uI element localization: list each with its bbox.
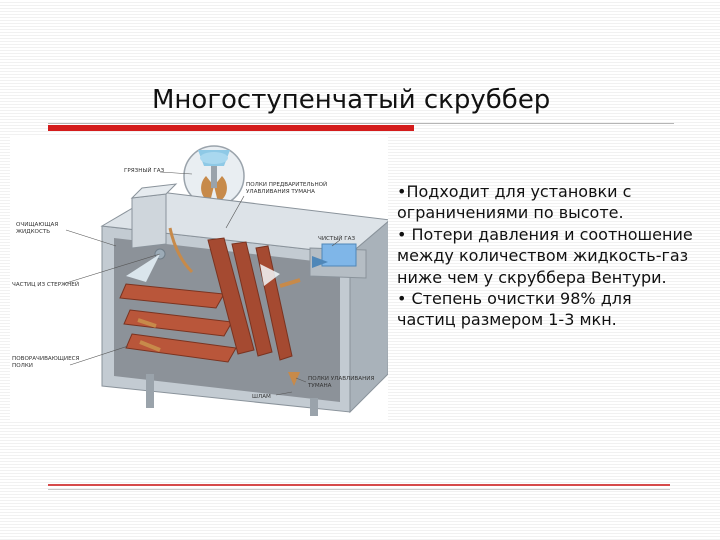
label-mist-eliminator: ПОЛКИ УЛАВЛИВАНИЯ ТУМАНА (307, 376, 376, 389)
label-leaders (65, 171, 341, 396)
label-dirty-gas: ГРЯЗНЫЙ ГАЗ (124, 167, 165, 174)
scrubber-casing (100, 183, 388, 416)
label-particles: ЧАСТИЦ ИЗ СТЕРЖНЕЙ (12, 281, 79, 288)
bullet-item: •Подходит для установки с ограничениями … (397, 182, 632, 223)
footer-divider-red (48, 484, 670, 486)
title-divider-gray (48, 123, 674, 124)
flow-arrows (137, 227, 328, 386)
spray-inset (183, 145, 245, 207)
bullet-list: •Подходит для установки с ограничениями … (397, 181, 693, 331)
bullet-item: • Степень очистки 98% для частиц размеро… (397, 289, 632, 330)
slide-title: Многоступенчатый скруббер (152, 85, 551, 115)
label-pre-cleaning: ПОЛКИ ПРЕДВАРИТЕЛЬНОЙ УЛАВЛИВАНИЯ ТУМАНА (246, 181, 329, 195)
label-rotating-plates: ПОВОРАЧИВАЮЩИЕСЯ ПОЛКИ (12, 356, 81, 369)
scrubber-diagram: ГРЯЗНЫЙ ГАЗ ПОЛКИ ПРЕДВАРИТЕЛЬНОЙ УЛАВЛИ… (10, 136, 388, 422)
label-sludge: ШЛАМ (252, 394, 271, 400)
label-clean-gas: ЧИСТЫЙ ГАЗ (318, 235, 355, 242)
title-divider-red (48, 125, 414, 131)
scrubber-illustration: ГРЯЗНЫЙ ГАЗ ПОЛКИ ПРЕДВАРИТЕЛЬНОЙ УЛАВЛИ… (12, 145, 388, 416)
bullet-item: • Потери давления и соотношение между ко… (397, 224, 693, 287)
label-cleaning-liquid: ОЧИЩАЮЩАЯ ЖИДКОСТЬ (16, 222, 60, 235)
footer-divider-gray (48, 489, 670, 490)
spray-nozzles (126, 248, 280, 286)
